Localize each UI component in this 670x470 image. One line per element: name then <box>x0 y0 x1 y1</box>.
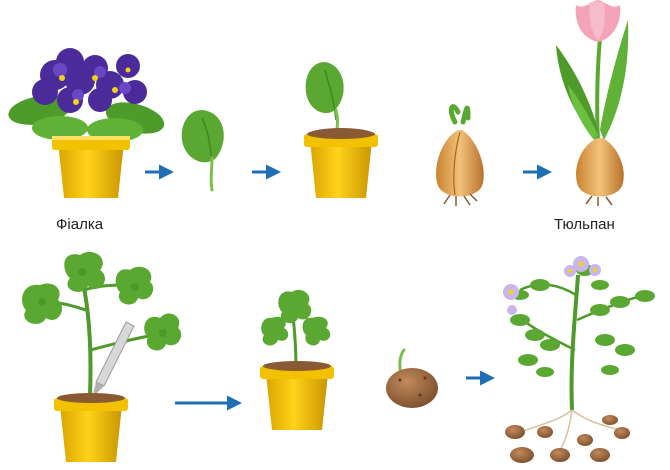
knife-icon <box>92 321 135 398</box>
tulip-flowering <box>556 0 629 206</box>
violet-leaf-cutting <box>181 110 224 192</box>
tulip-bulb-sprouting <box>436 104 484 206</box>
potato-flowers <box>503 256 601 315</box>
rooted-leaf-in-pot <box>304 62 378 198</box>
tulip-label: Тюльпан <box>554 216 615 233</box>
potato-plant-with-tubers <box>503 256 655 463</box>
violet-label: Фіалка <box>56 216 104 233</box>
geranium-with-knife <box>22 251 182 462</box>
sprouting-potato-tuber <box>386 348 438 408</box>
violet-in-pot <box>8 48 165 198</box>
geranium-cutting-in-pot <box>260 289 334 430</box>
